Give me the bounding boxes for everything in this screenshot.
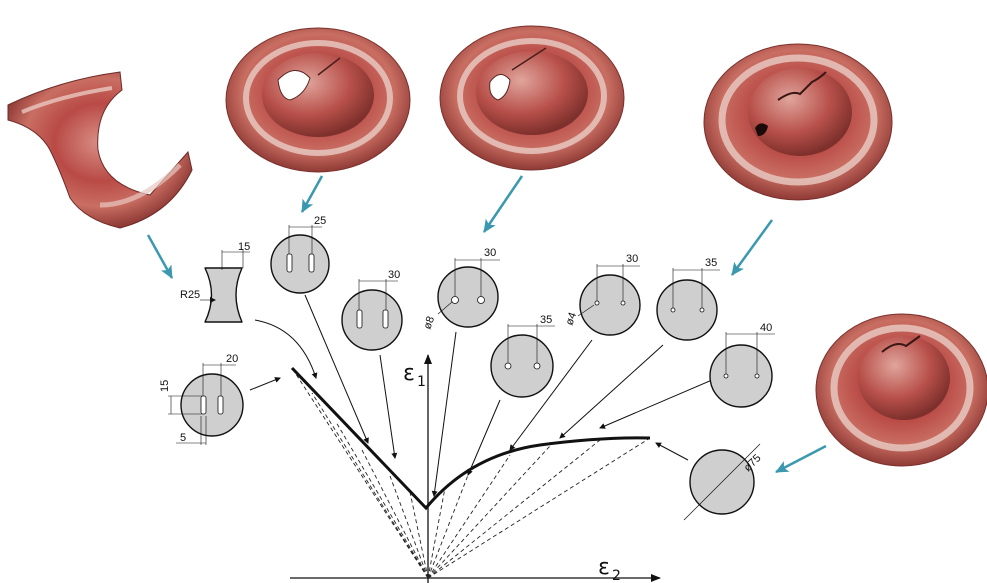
specimen-slots-20: 20 15 5 <box>159 353 244 445</box>
specimen-holes-30-d4: 30 ø4 <box>564 253 641 336</box>
dim-slot-spacing-20: 20 <box>226 353 238 365</box>
photo-failed-cup-hole-a <box>225 27 411 173</box>
blue-arrow-2 <box>300 175 324 213</box>
strain-paths <box>291 367 651 579</box>
dim-slot-height: 15 <box>159 380 171 392</box>
specimen-holes-40: 40 <box>709 322 775 408</box>
photo-failed-specimen-butterfly <box>7 71 193 229</box>
blue-arrow-3 <box>482 175 524 233</box>
blue-arrow-4 <box>730 219 774 276</box>
axes: ε 1 ε 2 <box>290 354 661 583</box>
axis-epsilon1-symbol: ε <box>403 361 415 386</box>
dim-hole-spacing-30a: 30 <box>484 247 496 259</box>
dim-notch-width: 15 <box>238 241 250 253</box>
specimen-slots-25: 25 <box>270 215 330 294</box>
specimen-holes-35a: 35 <box>490 314 555 398</box>
blue-arrow-5 <box>775 444 827 474</box>
axis-epsilon2-symbol: ε <box>598 555 610 580</box>
dim-notch-radius: R25 <box>180 289 200 301</box>
dim-hole-spacing-40: 40 <box>760 322 772 334</box>
photo-arrows <box>146 175 827 474</box>
specimen-arrows <box>249 294 713 497</box>
axis-epsilon2-subscript: 2 <box>612 568 621 583</box>
photo-failed-cup-hole-b <box>439 25 625 171</box>
blue-arrow-1 <box>146 234 174 279</box>
dim-hole-spacing-35a: 35 <box>540 314 552 326</box>
specimen-notched: 15 R25 <box>180 241 250 323</box>
specimen-full-blank: ø75 <box>683 443 764 521</box>
photo-failed-dome-equibiaxial <box>815 313 987 467</box>
axis-epsilon1-subscript: 1 <box>417 374 426 390</box>
dim-slot-spacing-25: 25 <box>314 215 326 227</box>
dim-hole-diameter-8: ø8 <box>422 315 438 331</box>
dim-hole-diameter-4: ø4 <box>564 311 580 327</box>
dim-slot-width: 5 <box>180 432 186 444</box>
specimen-holes-35b: 35 <box>656 257 720 341</box>
dim-hole-spacing-30b: 30 <box>626 253 638 265</box>
specimen-holes-30-d8: 30 ø8 <box>422 247 500 331</box>
specimen-slots-30: 30 <box>341 269 403 351</box>
dim-hole-spacing-35b: 35 <box>705 257 717 269</box>
photo-failed-dome-crack <box>703 43 893 201</box>
forming-limit-curve <box>290 366 651 511</box>
dim-slot-spacing-30: 30 <box>388 269 400 281</box>
